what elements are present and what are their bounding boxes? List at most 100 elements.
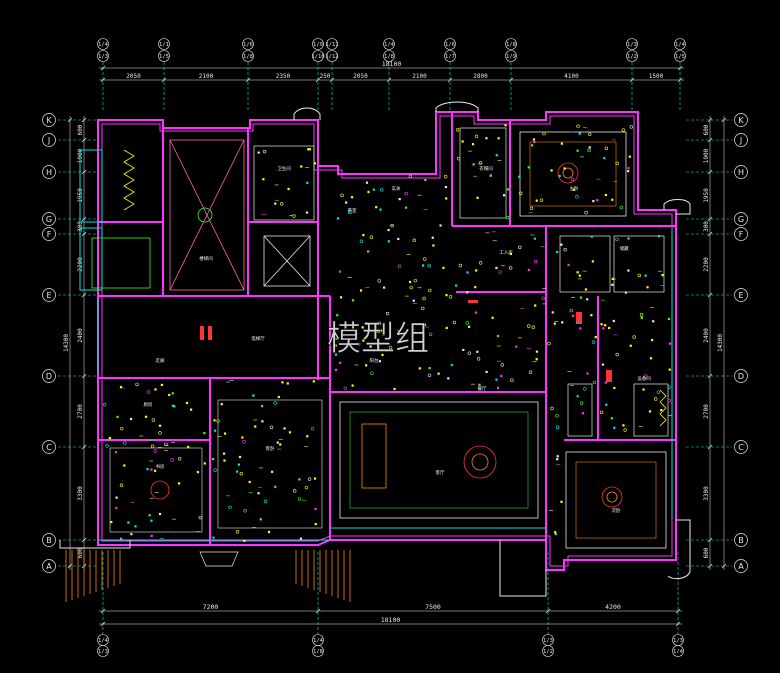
dimension-tick (81, 292, 87, 298)
symbol-square (527, 166, 530, 169)
column-axis-bubble (505, 50, 517, 62)
symbol-square (257, 492, 260, 495)
room-label: 设备间 (637, 375, 651, 382)
column-axis-label: 1/2 (543, 649, 553, 655)
room-label: 阳台 (370, 357, 379, 364)
axis-bubble (42, 227, 56, 241)
dimension-label: 1950 (703, 188, 710, 203)
symbol-square (150, 534, 153, 537)
symbol-square (339, 296, 343, 299)
axis-bubble (734, 533, 748, 547)
symbol-circle (615, 237, 619, 242)
symbol-circle (340, 193, 344, 198)
symbol-circle (158, 431, 162, 435)
symbol-circle (385, 311, 390, 316)
symbol-circle (508, 266, 513, 270)
symbol-square (462, 348, 465, 352)
symbol-square (365, 364, 368, 367)
column-axis-bubble (326, 50, 338, 62)
axis-bubble (734, 288, 748, 302)
symbol-square (576, 271, 579, 274)
symbol-square (313, 477, 317, 480)
symbol-square (375, 206, 378, 209)
symbol-square (312, 380, 315, 383)
room-label: 厨房 (144, 401, 153, 408)
symbol-square (611, 277, 614, 280)
dimension-label: 2200 (703, 257, 710, 272)
room-label: 书房 (156, 463, 165, 470)
symbol-square (367, 190, 370, 194)
symbol-square (379, 208, 382, 211)
dimension-label: 3300 (703, 486, 710, 501)
symbol-square (591, 260, 594, 263)
symbol-square (380, 329, 383, 332)
axis-bubble (42, 212, 56, 226)
symbol-square (372, 188, 375, 191)
symbol-square (560, 500, 563, 503)
column-axis-bubble (674, 50, 686, 62)
symbol-square (485, 370, 488, 374)
symbol-square (604, 381, 607, 384)
symbol-square (561, 321, 564, 324)
axis-bubble-label: G (738, 215, 744, 224)
symbol-square (627, 170, 630, 173)
symbol-square (579, 296, 583, 299)
axis-bubble-label: H (46, 168, 52, 177)
dimension-tick (315, 77, 321, 83)
symbol-circle (412, 238, 417, 243)
symbol-square (306, 435, 309, 438)
symbol-square (422, 264, 425, 267)
column-axis-bubble (158, 38, 170, 50)
dimension-tick (67, 563, 73, 569)
column-axis-bubble (97, 38, 109, 50)
dimension-label: 4100 (564, 73, 579, 80)
symbol-square (257, 151, 260, 154)
symbol-square (424, 178, 427, 182)
bathroom-fixtures (253, 127, 669, 437)
symbol-circle (228, 505, 232, 510)
circular-fixtures (150, 162, 623, 508)
window-lines (79, 149, 673, 541)
symbol-square (627, 237, 630, 240)
dimension-label: 2400 (703, 328, 710, 343)
symbol-square (594, 335, 597, 339)
symbol-square (382, 333, 385, 336)
top-axis-bubbles: 1/41/31/11/51/61/81/91/101/111/121/41/81… (97, 38, 686, 62)
symbol-square (445, 197, 448, 200)
column-axis-label: 1/11 (325, 42, 338, 48)
symbol-square (283, 427, 286, 430)
dimension-tick (675, 608, 681, 614)
column-axis-label: 1/9 (313, 42, 323, 48)
symbol-square (509, 252, 512, 256)
symbol-square (378, 360, 381, 363)
axis-bubble (42, 288, 56, 302)
axis-bubble (42, 559, 56, 573)
dimension-tick (81, 231, 87, 237)
symbol-square (334, 337, 337, 340)
dimension-tick (721, 117, 727, 123)
symbol-square (613, 386, 616, 390)
symbol-square (534, 304, 537, 307)
symbol-circle (583, 387, 587, 391)
symbol-square (115, 506, 118, 510)
symbol-circle (397, 264, 402, 268)
axis-bubble (734, 227, 748, 241)
symbol-circle (243, 509, 247, 513)
symbol-square (604, 193, 608, 197)
dimension-label: 3300 (77, 486, 84, 501)
symbol-square (450, 363, 453, 367)
dimension-label: 2050 (353, 73, 368, 80)
axis-bubble-label: J (739, 136, 742, 145)
symbol-square (533, 140, 536, 144)
symbol-square (154, 388, 157, 391)
column-axis-label: 1/4 (384, 42, 395, 48)
dimension-tick (629, 77, 635, 83)
symbol-square (640, 316, 643, 319)
symbol-circle (388, 345, 393, 350)
axis-bubble-label: F (47, 230, 52, 239)
column-axis-bubble (326, 38, 338, 50)
symbol-square (279, 443, 282, 446)
symbol-square (214, 429, 217, 432)
symbol-square (362, 233, 365, 237)
column-axis-label: 1/7 (445, 54, 455, 60)
